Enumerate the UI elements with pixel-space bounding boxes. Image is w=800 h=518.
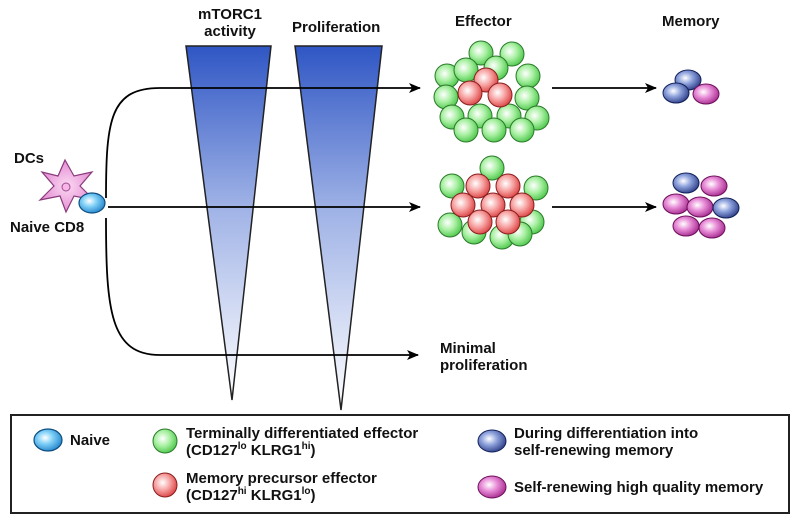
legend-blue-icon [477, 429, 507, 453]
terminal-cd127: (CD127 [186, 442, 238, 459]
minimal-line2: proliferation [440, 357, 528, 374]
legend-green-icon [152, 428, 178, 454]
legend-box [10, 414, 790, 514]
legend-during-label: During differentiation into self-renewin… [514, 425, 698, 459]
effector-label: Effector [455, 13, 512, 30]
terminal-klrg1-sup: hi [301, 441, 311, 452]
mtorc1-label: mTORC1 activity [188, 6, 272, 40]
mtorc1-label-line1: mTORC1 [198, 6, 262, 23]
naive-cd8-cell [78, 192, 106, 214]
arrow-to-effector-top [105, 83, 421, 199]
memory-cluster-bottom [662, 172, 740, 239]
legend-memory-precursor-label: Memory precursor effector (CD127hi KLRG1… [186, 470, 377, 504]
terminal-klrg1: KLRG1 [246, 442, 302, 459]
dc-cell [38, 158, 96, 214]
effector-cluster-middle [437, 155, 549, 250]
proliferation-label: Proliferation [292, 19, 381, 36]
terminal-cd127-sup: lo [237, 441, 247, 452]
legend-memory-prec-line1: Memory precursor effector [186, 470, 377, 487]
minimal-line1: Minimal [440, 340, 496, 357]
legend-terminal-label: Terminally differentiated effector (CD12… [186, 425, 418, 459]
terminal-close: ) [310, 442, 316, 459]
dcs-label: DCs [14, 150, 45, 167]
memory-prec-cd127-sup: hi [237, 486, 247, 497]
memory-prec-cd127: (CD127 [186, 487, 238, 504]
legend-during-line2: self-renewing memory [514, 442, 674, 459]
arrow-to-minimal [105, 217, 419, 360]
legend-red-icon [152, 472, 178, 498]
memory-label: Memory [662, 13, 720, 30]
memory-cluster-top [662, 69, 720, 105]
memory-prec-klrg1: KLRG1 [246, 487, 302, 504]
mtorc1-label-line2: activity [204, 23, 256, 40]
legend-during-line1: During differentiation into [514, 425, 699, 442]
legend-terminal-line1: Terminally differentiated effector [186, 425, 419, 442]
legend-naive-icon [33, 428, 63, 452]
memory-prec-close: ) [310, 487, 316, 504]
legend-memory-prec-line2: (CD127hi KLRG1lo) [186, 486, 377, 505]
legend-terminal-line2: (CD127lo KLRG1hi) [186, 441, 418, 460]
legend-magenta-icon [477, 475, 507, 499]
naive-cd8-label: Naive CD8 [10, 219, 85, 236]
proliferation-wedge [294, 45, 383, 411]
minimal-proliferation-label: Minimal proliferation [440, 340, 528, 374]
memory-prec-klrg1-sup: lo [301, 486, 311, 497]
effector-cluster-top [433, 40, 550, 143]
legend-self-renewing-label: Self-renewing high quality memory [514, 479, 764, 496]
legend-naive-label: Naive [70, 432, 111, 449]
mtorc1-wedge [185, 45, 272, 401]
